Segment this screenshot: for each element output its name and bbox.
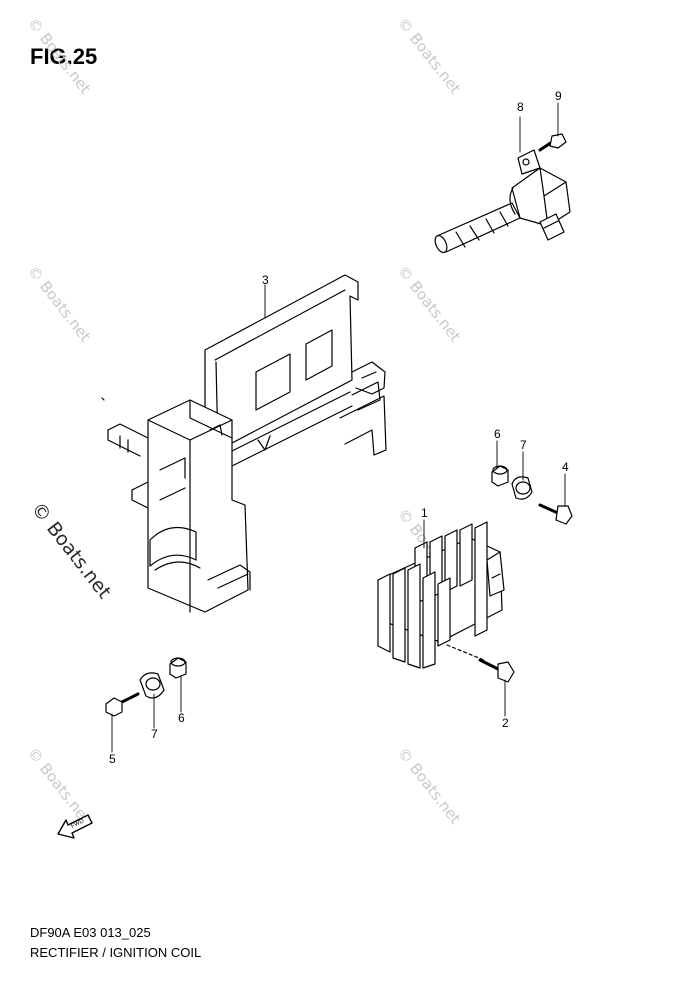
diagram-caption: RECTIFIER / IGNITION COIL	[30, 945, 202, 960]
bolt-9	[538, 133, 567, 152]
diagram-code: DF90A E03 013_025	[30, 925, 151, 940]
callout-9: 9	[555, 89, 562, 103]
callout-7: 7	[520, 438, 527, 452]
callout-2: 2	[502, 716, 509, 730]
fwd-arrow-icon: FWD	[57, 814, 93, 839]
callout-6-lower: 6	[178, 711, 185, 725]
ignition-coil	[434, 149, 571, 254]
callout-5: 5	[109, 752, 116, 766]
collar-6-lower	[169, 657, 187, 679]
rectifier-bracket	[101, 274, 387, 613]
bolt-4	[538, 503, 573, 525]
callout-1: 1	[421, 506, 428, 520]
grommet-7-lower	[139, 672, 165, 699]
leader-lines	[111, 102, 566, 753]
bolt-5	[105, 692, 140, 717]
collar-6-upper	[491, 465, 509, 487]
callout-6: 6	[494, 427, 501, 441]
figure-title: FIG.25	[30, 44, 98, 69]
callout-8: 8	[517, 100, 524, 114]
rectifier	[377, 521, 505, 669]
callout-4: 4	[562, 460, 569, 474]
callout-7-lower: 7	[151, 727, 158, 741]
fwd-label: FWD	[70, 818, 86, 830]
callout-3: 3	[262, 273, 269, 287]
bolt-2	[478, 658, 515, 683]
grommet-7-upper	[511, 476, 533, 500]
